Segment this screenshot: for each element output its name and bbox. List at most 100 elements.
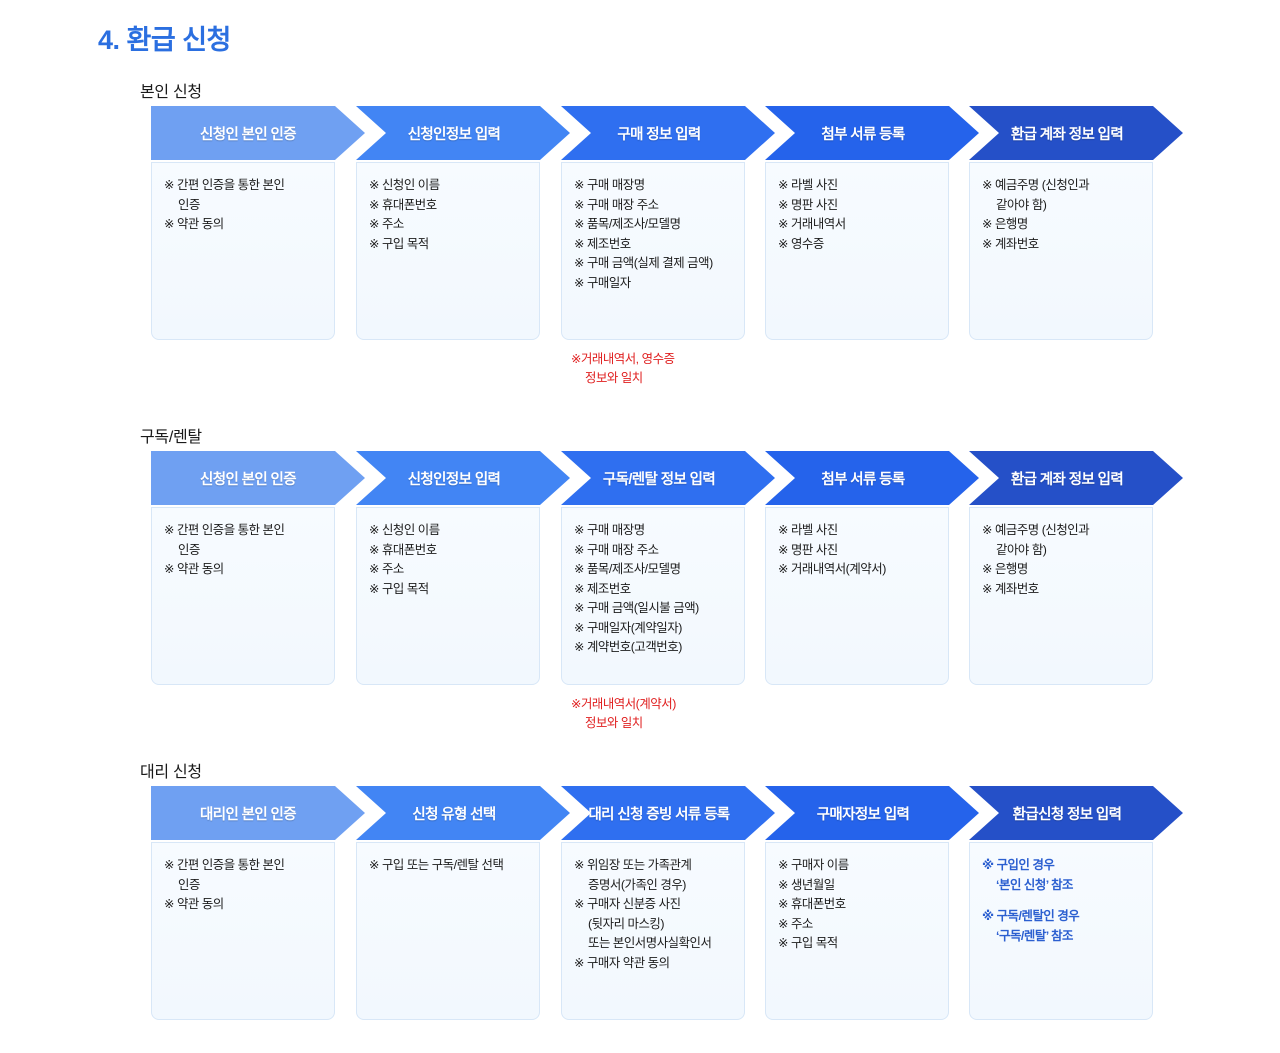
page-title: 4. 환급 신청 [98, 25, 231, 55]
bullet-reference-mark-icon: ※ [982, 581, 992, 596]
step-detail-list: ※예금주명 (신청인과 같아야 함)※은행명※계좌번호 [982, 521, 1142, 599]
step-detail-text: 영수증 [790, 236, 824, 251]
process-step[interactable]: 구매 정보 입력※구매 매장명※구매 매장 주소※품목/제조사/모델명※제조번호… [561, 106, 775, 340]
bullet-reference-mark-icon: ※ [369, 217, 379, 231]
bullet-reference-mark-icon: ※ [574, 178, 584, 192]
process-step[interactable]: 신청인정보 입력 ※신청인 이름※휴대폰번호※주소※구입 목적 [356, 106, 570, 340]
step-header-chevron[interactable]: 구독/렌탈 정보 입력 [561, 451, 775, 505]
step-detail-item: ※구매자 이름 [778, 856, 938, 876]
step-header-chevron[interactable]: 첨부 서류 등록 [765, 106, 979, 160]
bullet-reference-mark-icon: ※ [574, 236, 584, 251]
bullet-reference-mark-icon: ※ [574, 955, 584, 970]
bullet-reference-mark-icon: ※ [164, 858, 174, 872]
step-detail-list: ※구매자 이름※생년월일※휴대폰번호※주소※구입 목적 [778, 856, 938, 954]
bullet-reference-mark-icon: ※ [982, 178, 992, 192]
process-step[interactable]: 신청인 본인 인증※간편 인증을 통한 본인 인증※약관 동의 [151, 451, 365, 685]
step-detail-text: 구입 또는 구독/렌탈 선택 [381, 858, 504, 872]
step-header-chevron[interactable]: 구매 정보 입력 [561, 106, 775, 160]
step-header-chevron[interactable]: 신청 유형 선택 [356, 786, 570, 840]
step-header-chevron[interactable]: 신청인정보 입력 [356, 106, 570, 160]
step-detail-text: 구입 목적 [790, 936, 838, 950]
step-detail-item: ※약관 동의 [164, 895, 324, 915]
process-step[interactable]: 구독/렌탈 정보 입력※구매 매장명※구매 매장 주소※품목/제조사/모델명※제… [561, 451, 775, 685]
step-header-chevron[interactable]: 신청인정보 입력 [356, 451, 570, 505]
bullet-reference-mark-icon: ※ [982, 523, 992, 537]
process-step[interactable]: 신청인정보 입력※신청인 이름※휴대폰번호※주소※구입 목적 [356, 451, 570, 685]
bullet-reference-mark-icon: ※ [778, 858, 788, 872]
process-step[interactable]: 첨부 서류 등록※라벨 사진※명판 사진※거래내역서(계약서) [765, 451, 979, 685]
step-detail-item: ※은행명 [982, 215, 1142, 235]
step-header-chevron[interactable]: 환급 계좌 정보 입력 [969, 106, 1183, 160]
section-label: 구독/렌탈 [140, 429, 202, 446]
step-detail-text: 예금주명 (신청인과 같아야 함) [994, 523, 1090, 557]
bullet-reference-mark-icon: ※ [574, 640, 584, 654]
step-detail-text: 구매자 약관 동의 [586, 955, 670, 970]
bullet-reference-mark-icon: ※ [369, 197, 379, 212]
bullet-reference-mark-icon: ※ [982, 236, 992, 251]
bullet-reference-mark-icon: ※ [982, 217, 992, 231]
step-detail-text: 간편 인증을 통한 본인 인증 [176, 523, 285, 557]
step-header-chevron[interactable]: 신청인 본인 인증 [151, 451, 365, 505]
process-step[interactable]: 대리인 본인 인증 ※간편 인증을 통한 본인 인증※약관 동의 [151, 786, 365, 1020]
step-detail-list: ※신청인 이름※휴대폰번호※주소※구입 목적 [369, 176, 529, 254]
process-step[interactable]: 환급 계좌 정보 입력 ※예금주명 (신청인과 같아야 함)※은행명※계좌번호 [969, 451, 1183, 685]
bullet-reference-mark-icon: ※ [778, 916, 788, 931]
step-header-chevron[interactable]: 환급 계좌 정보 입력 [969, 451, 1183, 505]
bullet-reference-mark-icon: ※ [574, 542, 584, 557]
bullet-reference-mark-icon: ※ [778, 542, 788, 557]
step-detail-box: ※신청인 이름※휴대폰번호※주소※구입 목적 [356, 162, 540, 340]
bullet-reference-mark-icon: ※ [369, 236, 379, 251]
step-detail-text: 구매 매장 주소 [586, 542, 659, 557]
step-header-chevron[interactable]: 첨부 서류 등록 [765, 451, 979, 505]
step-header-label: 신청인정보 입력 [407, 471, 501, 488]
step-detail-text: 약관 동의 [176, 562, 224, 576]
step-warning-text: 거래내역서(계약서) 정보와 일치 [580, 697, 676, 730]
step-header-chevron[interactable]: 대리 신청 증빙 서류 등록 [561, 786, 775, 840]
step-detail-list: ※위임장 또는 가족관계 증명서(가족인 경우)※구매자 신분증 사진 (뒷자리… [574, 856, 734, 973]
section-label: 본인 신청 [140, 84, 202, 101]
step-detail-box: ※라벨 사진※명판 사진※거래내역서※영수증 [765, 162, 949, 340]
step-detail-text: 계좌번호 [994, 236, 1039, 251]
step-detail-text: 구매 금액(일시불 금액) [586, 601, 699, 615]
step-detail-text: 구독/렌탈인 경우 ‘구독/렌탈’ 참조 [996, 909, 1080, 943]
bullet-reference-mark-icon: ※ [982, 562, 992, 576]
step-header-chevron[interactable]: 신청인 본인 인증 [151, 106, 365, 160]
step-detail-list: ※구입 또는 구독/렌탈 선택 [369, 856, 529, 876]
process-step[interactable]: 구매자정보 입력 ※구매자 이름※생년월일※휴대폰번호※주소※구입 목적 [765, 786, 979, 1020]
process-step[interactable]: 환급 계좌 정보 입력※예금주명 (신청인과 같아야 함)※은행명※계좌번호 [969, 106, 1183, 340]
step-header-label: 신청인정보 입력 [407, 126, 501, 143]
step-detail-text: 신청인 이름 [381, 523, 440, 537]
step-detail-text: 약관 동의 [176, 217, 224, 231]
process-step[interactable]: 신청 유형 선택 ※구입 또는 구독/렌탈 선택 [356, 786, 570, 1020]
step-detail-list: ※신청인 이름※휴대폰번호※주소※구입 목적 [369, 521, 529, 599]
step-detail-box: ※구매자 이름※생년월일※휴대폰번호※주소※구입 목적 [765, 842, 949, 1020]
step-detail-item [982, 895, 1142, 907]
step-detail-text: 휴대폰번호 [381, 542, 437, 557]
step-header-chevron[interactable]: 환급신청 정보 입력 [969, 786, 1183, 840]
step-detail-text: 휴대폰번호 [381, 197, 437, 212]
process-step[interactable]: 첨부 서류 등록 ※라벨 사진※명판 사진※거래내역서※영수증 [765, 106, 979, 340]
bullet-reference-mark-icon: ※ [574, 217, 584, 231]
process-step[interactable]: 신청인 본인 인증※간편 인증을 통한 본인 인증※약관 동의 [151, 106, 365, 340]
process-step[interactable]: 환급신청 정보 입력※구입인 경우 ‘본인 신청’ 참조※구독/렌탈인 경우 ‘… [969, 786, 1183, 1020]
step-detail-text: 생년월일 [790, 877, 835, 892]
step-detail-text: 예금주명 (신청인과 같아야 함) [994, 178, 1090, 212]
step-detail-item: ※신청인 이름 [369, 521, 529, 541]
step-header-chevron[interactable]: 구매자정보 입력 [765, 786, 979, 840]
step-detail-text: 신청인 이름 [381, 178, 440, 192]
bullet-reference-mark-icon: ※ [778, 877, 788, 892]
step-detail-item: ※거래내역서 [778, 215, 938, 235]
bullet-reference-mark-icon: ※ [369, 523, 379, 537]
step-detail-box: ※간편 인증을 통한 본인 인증※약관 동의 [151, 842, 335, 1020]
step-detail-text: 명판 사진 [790, 542, 838, 557]
step-header-chevron[interactable]: 대리인 본인 인증 [151, 786, 365, 840]
step-warning-note: ※거래내역서(계약서) 정보와 일치 [571, 695, 795, 733]
step-detail-text: 간편 인증을 통한 본인 인증 [176, 178, 285, 212]
step-detail-item: ※주소 [369, 560, 529, 580]
step-detail-list: ※라벨 사진※명판 사진※거래내역서※영수증 [778, 176, 938, 254]
process-step[interactable]: 대리 신청 증빙 서류 등록 ※위임장 또는 가족관계 증명서(가족인 경우)※구… [561, 786, 775, 1020]
step-detail-item: ※구매자 신분증 사진 (뒷자리 마스킹) 또는 본인서명사실확인서 [574, 895, 734, 954]
bullet-reference-mark-icon: ※ [164, 562, 174, 576]
step-header-label: 대리인 본인 인증 [199, 806, 297, 823]
step-detail-item: ※명판 사진 [778, 196, 938, 216]
